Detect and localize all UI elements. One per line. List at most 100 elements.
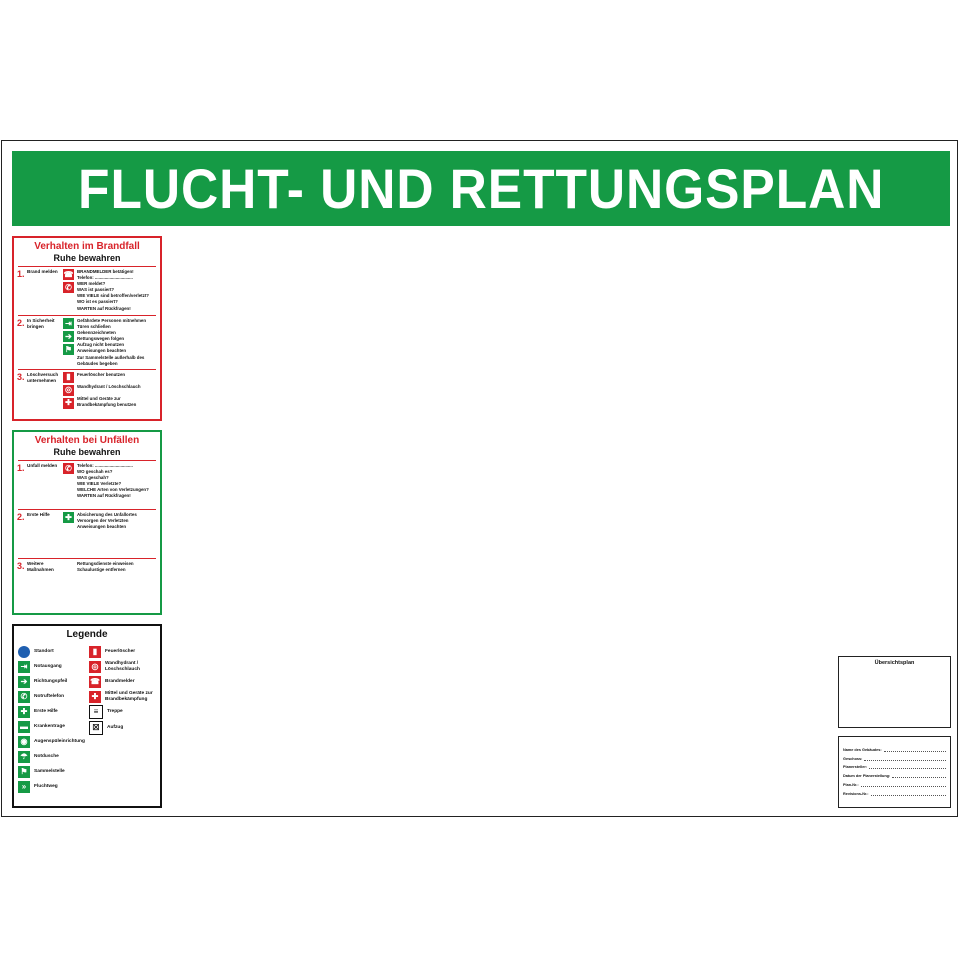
info-field-label: Plan-Nr.: — [843, 782, 859, 787]
info-field-line — [860, 783, 946, 787]
step-name: Weitere Maßnahmen — [27, 561, 54, 572]
legend-item: ▮Feuerlöscher — [89, 645, 156, 658]
instruction-step: 3.Löschversuch unternehmen▮◎✚Feuerlösche… — [14, 370, 160, 416]
legend-item: ◎ Wandhydrant / Löschschlauch — [89, 660, 156, 673]
instruction-line: Türen schließen — [77, 324, 111, 330]
legend-item: ✚Mittel und Geräte zur Brandbekämpfung — [89, 690, 156, 703]
instruction-line: WAS geschah? — [77, 475, 109, 481]
legend-title: Legende — [66, 629, 108, 640]
arrow-right-icon: ➔ — [18, 675, 30, 688]
accident-steps: 1.Unfall melden✆Telefon: ...............… — [14, 460, 160, 605]
legend-label: Augenspüleinrichtung — [34, 738, 85, 744]
step-divider — [18, 558, 156, 559]
step-name: In Sicherheit bringen — [27, 318, 55, 329]
stairs-icon: ≡ — [89, 705, 103, 719]
emergency-exit-icon: ⇥ — [18, 660, 30, 673]
step-icons: ▮◎✚ — [63, 371, 77, 416]
legend-label: Erste Hilfe — [34, 708, 58, 714]
instruction-step: 2.In Sicherheit bringen⇥➔⚑Gefährdete Per… — [14, 316, 160, 367]
eyewash-icon: ◉ — [18, 735, 30, 748]
instruction-line: Mittel und Geräte zur — [77, 395, 121, 401]
first-aid-icon: ✚ — [18, 705, 30, 718]
step-divider — [18, 460, 156, 461]
legend-label: Aufzug — [107, 725, 124, 730]
step-number: 2. — [17, 512, 25, 522]
assembly-point-icon: ⚑ — [18, 765, 30, 778]
you-are-here-icon — [18, 645, 30, 658]
info-field-line — [892, 774, 946, 779]
fire-panel-subtitle: Ruhe bewahren — [53, 253, 121, 263]
legend-item: ➔Richtungspfeil — [18, 675, 85, 688]
legend-item: ☎Brandmelder — [89, 675, 156, 688]
info-field: Plan-Nr.: — [843, 778, 946, 787]
assembly-point-icon: ⚑ — [63, 344, 74, 355]
instruction-line: WELCHE Arten von Verletzungen? — [77, 487, 149, 493]
legend-grid: Standort ⇥ Notausgang ➔Richtungspfeil ✆Notru… — [14, 641, 160, 793]
legend-item: Standort — [18, 645, 85, 658]
instruction-line: Brandbekämpfung benutzen — [77, 402, 137, 408]
info-field-label: Planersteller: — [843, 765, 868, 770]
fire-panel: Verhalten im Brandfall Ruhe bewahren 1.B… — [12, 236, 162, 421]
instruction-line: WIE VIELE sind betroffen/verletzt? — [77, 293, 149, 299]
instruction-line: Versorgen der Verletzten — [77, 518, 129, 524]
emergency-shower-icon: ☂ — [18, 750, 30, 763]
fire-alarm-icon: ☎ — [63, 269, 74, 280]
info-field-line — [870, 792, 946, 796]
legend-label: Krankentrage — [34, 723, 65, 729]
info-field-line — [864, 757, 946, 761]
firefighting-equipment-icon: ✚ — [63, 397, 74, 409]
instruction-line: BRANDMELDER betätigen! — [77, 269, 134, 274]
legend-label: Wandhydrant / Löschschlauch — [105, 660, 140, 672]
fire-hose-icon: ◎ — [89, 660, 101, 673]
step-number: 3. — [17, 371, 25, 382]
legend-item: ⚑ Sammelstelle — [18, 765, 85, 778]
emergency-exit-icon: ⇥ — [63, 318, 74, 329]
accident-panel-subtitle: Ruhe bewahren — [53, 447, 121, 457]
legend-item: ✆Notruftelefon — [18, 690, 85, 703]
legend-label: Mittel und Geräte zur Brandbekämpfung — [105, 690, 153, 702]
instruction-line: Rettungswegen folgen — [77, 336, 125, 342]
instruction-line: Telefon: ............................... — [77, 275, 133, 281]
fire-extinguisher-icon: ▮ — [63, 371, 74, 383]
legend-label: Notausgang — [34, 663, 62, 669]
info-field: Name des Gebäudes: — [843, 743, 946, 752]
instruction-line: WARTEN auf Rückfragen! — [77, 305, 131, 311]
accident-panel: Verhalten bei Unfällen Ruhe bewahren 1.U… — [12, 430, 162, 615]
overview-plan-title: Übersichtsplan — [874, 660, 915, 666]
instruction-line: Zur Sammelstelle außerhalb des — [77, 354, 145, 360]
instruction-line: Gefährdete Personen mitnehmen — [77, 318, 147, 323]
legend-item: »Fluchtweg — [18, 780, 85, 793]
instruction-line: Schaulustige entfernen — [77, 567, 126, 573]
instruction-line: Rettungsdienste einweisen — [77, 561, 134, 566]
step-divider — [18, 368, 156, 370]
step-name: Erste Hilfe — [27, 512, 50, 517]
instruction-line: WIE VIELE Verletzte? — [77, 481, 122, 487]
fire-hose-icon: ◎ — [63, 384, 74, 396]
step-number: 1. — [17, 463, 25, 473]
step-name: Löschversuch unternehmen — [27, 371, 59, 383]
page-title: FLUCHT- UND RETTUNGSPLAN — [77, 157, 885, 220]
instruction-step: 3.Weitere Maßnahmen Rettungsdienste einwe… — [14, 559, 160, 605]
legend-label: Sammelstelle — [34, 768, 65, 774]
arrow-right-icon: ➔ — [63, 331, 74, 342]
legend-left-column: Standort ⇥ Notausgang ➔Richtungspfeil ✆Notru… — [18, 645, 85, 793]
step-number: 1. — [17, 269, 25, 279]
legend-item: ▬Krankentrage — [18, 720, 85, 733]
step-instructions: BRANDMELDER betätigen!Telefon: .........… — [77, 269, 157, 313]
info-field: Geschoss: — [843, 752, 946, 761]
info-field-line — [869, 765, 946, 770]
instruction-step: 1.Unfall melden✆Telefon: ...............… — [14, 461, 160, 507]
info-field: Revisions-Nr.: — [843, 787, 946, 796]
overview-plan-box: Übersichtsplan — [838, 656, 951, 728]
emergency-phone-icon: ✆ — [18, 690, 30, 703]
legend-item: ≡Treppe — [89, 705, 156, 719]
step-icons: ✆ — [63, 463, 77, 507]
fire-steps: 1.Brand melden☎✆BRANDMELDER betätigen!Te… — [14, 266, 160, 416]
step-name: Unfall melden — [27, 463, 58, 468]
accident-panel-title: Verhalten bei Unfällen — [34, 435, 140, 446]
step-number: 2. — [17, 318, 25, 328]
step-divider — [18, 266, 156, 267]
step-number: 3. — [17, 561, 25, 571]
first-aid-icon: ✚ — [63, 512, 74, 523]
